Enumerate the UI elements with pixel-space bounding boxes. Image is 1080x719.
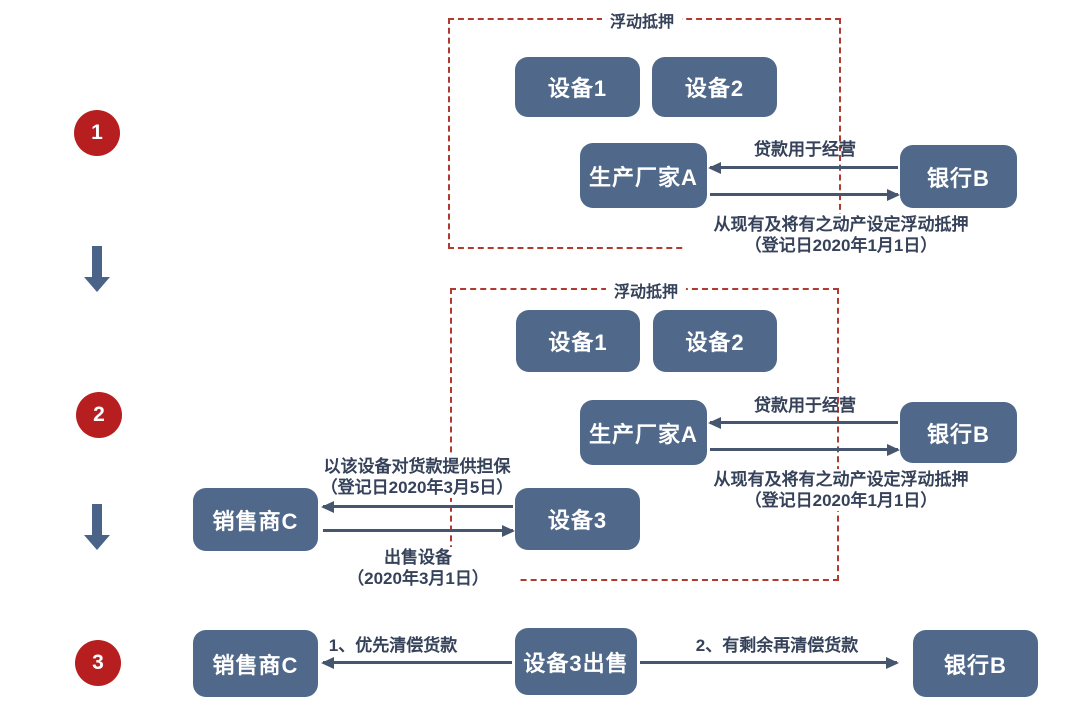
- label-charge-step2-line2: （登记日2020年1月1日）: [744, 491, 938, 510]
- arrow-loan-bank-to-manufacturer-step1: [708, 161, 898, 174]
- node-bank-step2: 银行B: [900, 402, 1017, 463]
- arrow-guarantee-equipment3-to-seller-step2: [321, 500, 513, 513]
- node-equipment2-step2: 设备2: [653, 310, 777, 372]
- flow-down-arrow-2-icon: [84, 504, 110, 550]
- arrow-priority-sold-to-seller-step3: [321, 656, 512, 669]
- node-equipment2-step1: 设备2: [652, 57, 777, 117]
- label-guarantee-step2-line2: （登记日2020年3月5日）: [320, 478, 514, 497]
- node-equipment3-step2: 设备3: [515, 488, 640, 550]
- node-seller-step2: 销售商C: [193, 488, 318, 551]
- floating-charge-title-step2: 浮动抵押: [606, 278, 687, 302]
- label-sell-step2-line2: （2020年3月1日）: [347, 569, 489, 588]
- node-equipment1-step1: 设备1: [515, 57, 640, 117]
- step-badge-3: 3: [75, 640, 121, 686]
- node-seller-step3: 销售商C: [193, 630, 318, 697]
- node-manufacturer-step1: 生产厂家A: [580, 143, 707, 208]
- node-equipment1-step2: 设备1: [516, 310, 640, 372]
- label-guarantee-step2-line1: 以该设备对货款提供担保: [323, 457, 511, 476]
- arrow-sell-seller-to-equipment3-step2: [323, 524, 515, 537]
- label-sell-step2-line1: 出售设备: [384, 548, 452, 567]
- arrow-charge-manufacturer-to-bank-step2: [710, 443, 900, 456]
- label-loan-step1: 贷款用于经营: [754, 140, 856, 159]
- node-manufacturer-step2: 生产厂家A: [580, 400, 707, 465]
- label-charge-step1-line1: 从现有及将有之动产设定浮动抵押: [713, 215, 969, 234]
- label-charge-step1: 从现有及将有之动产设定浮动抵押 （登记日2020年1月1日）: [686, 214, 996, 256]
- arrow-surplus-sold-to-bank-step3: [640, 656, 899, 669]
- flow-down-arrow-1-head: [84, 277, 110, 292]
- flow-down-arrow-1-icon: [84, 246, 110, 292]
- arrow-loan-bank-to-manufacturer-step2: [708, 416, 898, 429]
- arrow-charge-manufacturer-to-bank-step1: [710, 188, 900, 201]
- flow-down-arrow-1-shaft: [92, 246, 102, 277]
- node-bank-step1: 银行B: [900, 145, 1017, 208]
- label-guarantee-step2: 以该设备对货款提供担保 （登记日2020年3月5日）: [282, 456, 552, 498]
- label-charge-step1-line2: （登记日2020年1月1日）: [744, 236, 938, 255]
- label-charge-step2-line1: 从现有及将有之动产设定浮动抵押: [713, 470, 969, 489]
- label-loan-step2: 贷款用于经营: [754, 396, 856, 415]
- node-bank-step3: 银行B: [913, 630, 1038, 697]
- floating-charge-title-step1: 浮动抵押: [602, 8, 683, 32]
- step-badge-1: 1: [74, 110, 120, 156]
- label-priority-step3: 1、优先清偿货款: [328, 636, 458, 655]
- flow-down-arrow-2-head: [84, 535, 110, 550]
- label-sell-step2: 出售设备 （2020年3月1日）: [318, 547, 518, 589]
- flow-down-arrow-2-shaft: [92, 504, 102, 535]
- step-badge-2: 2: [76, 392, 122, 438]
- node-equipment3-sold-step3: 设备3出售: [515, 628, 637, 695]
- label-charge-step2: 从现有及将有之动产设定浮动抵押 （登记日2020年1月1日）: [686, 469, 996, 511]
- label-surplus-step3: 2、有剩余再清偿货款: [695, 636, 859, 655]
